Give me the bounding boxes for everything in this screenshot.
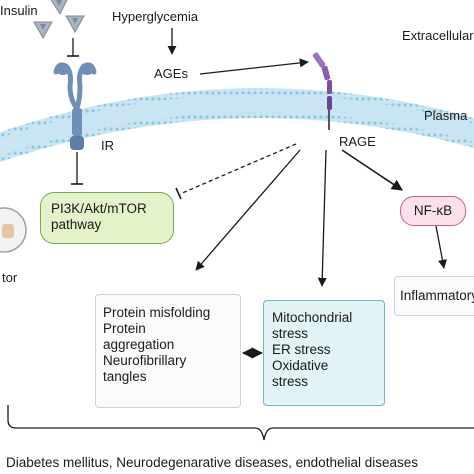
rage-to-protein-arrow (195, 149, 301, 271)
left-cut-label: tor (2, 270, 18, 285)
extracellular-label: Extracellular (402, 28, 474, 43)
stress-box: Mitochondrial stress ER stress Oxidative… (263, 300, 385, 406)
rage-receptor-icon (312, 52, 332, 130)
inflammatory-box: Inflammatory (394, 276, 474, 316)
stress-line-3: ER stress (272, 342, 331, 357)
bottom-diseases-text: Diabetes mellitus, Neurodegenarative dis… (6, 455, 418, 470)
pathway-line-1: PI3K/Akt/mTOR (51, 201, 147, 216)
pi3k-pathway-box: PI3K/Akt/mTOR pathway (40, 192, 174, 244)
stress-line-2: stress (272, 326, 309, 341)
stress-line-5: stress (272, 374, 309, 389)
plasma-label: Plasma (424, 108, 468, 123)
insulin-icon (33, 0, 85, 40)
protein-line-2: Protein (103, 321, 146, 336)
rage-to-nfkb-arrow (341, 149, 403, 191)
nfkb-to-inflammatory-arrow (435, 225, 447, 269)
insulin-label: Insulin (0, 3, 38, 18)
insulin-receptor-icon (53, 62, 97, 150)
protein-line-1: Protein misfolding (103, 305, 211, 320)
protein-line-3: aggregation (103, 337, 175, 352)
cell-partial-icon (0, 207, 27, 253)
bottom-brace (7, 405, 474, 441)
ages-label: AGEs (154, 66, 188, 81)
inflammatory-label: Inflammatory (400, 288, 474, 303)
stress-line-4: Oxidative (272, 358, 329, 373)
stress-line-1: Mitochondrial (272, 310, 353, 325)
nfkb-label: NF-κB (413, 203, 453, 218)
protein-line-4: Neurofibrillary (103, 353, 187, 368)
rage-to-stress-arrow (317, 149, 327, 287)
protein-line-5: tangles (103, 369, 147, 384)
rage-label: RAGE (339, 134, 376, 149)
nfkb-box: NF-κB (400, 196, 466, 226)
hyperglycemia-label: Hyperglycemia (112, 9, 198, 24)
ir-label: IR (101, 138, 114, 153)
protein-box: Protein misfolding Protein aggregation N… (95, 294, 241, 408)
ages-to-rage-arrow (199, 58, 309, 75)
rage-to-pathway-dashed-inhibition (179, 143, 297, 195)
pathway-line-2: pathway (51, 217, 102, 232)
